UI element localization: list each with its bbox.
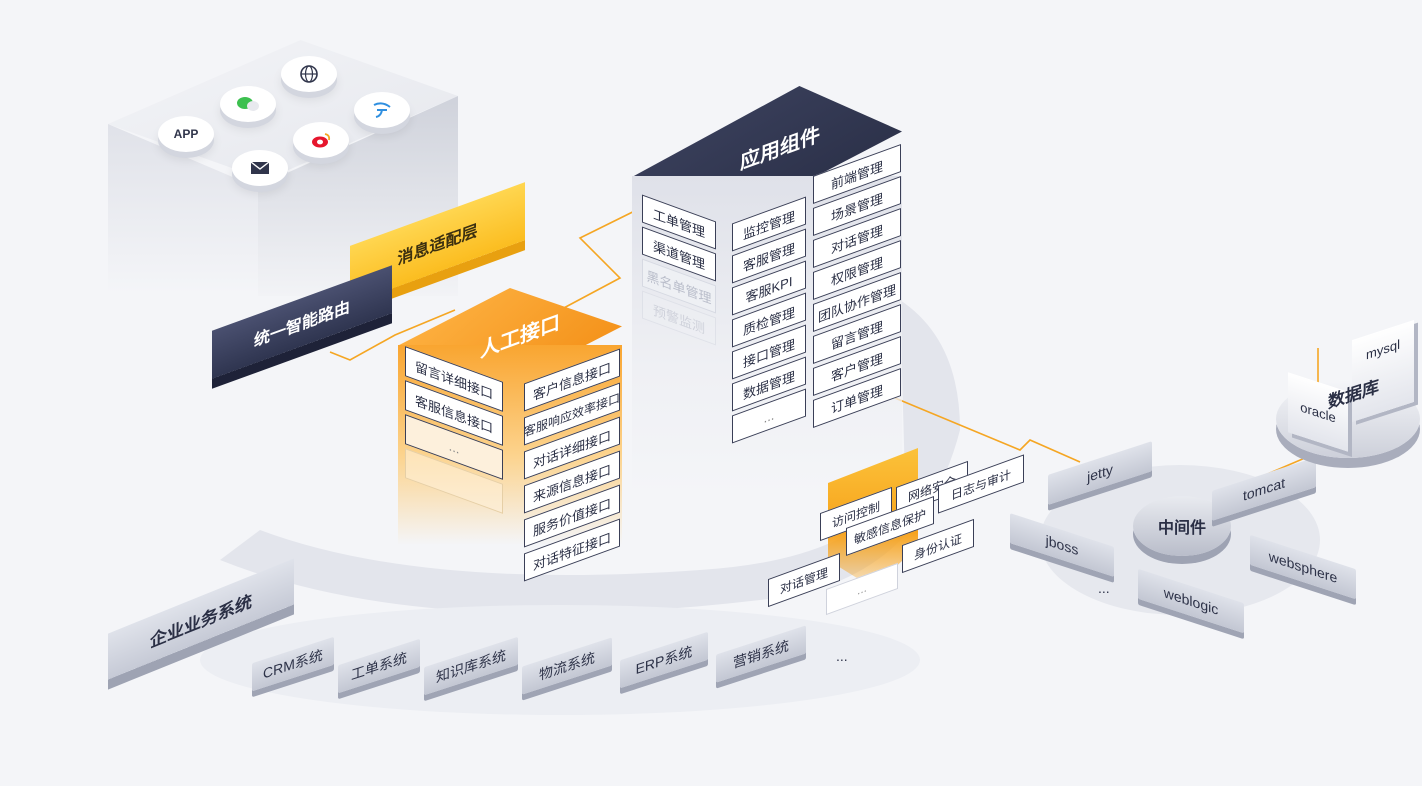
web-channel[interactable] <box>281 56 337 92</box>
middleware-more: ... <box>1098 580 1110 596</box>
mini-program-channel[interactable] <box>354 92 410 128</box>
app-channel[interactable]: APP <box>158 116 214 152</box>
wire-app-middleware <box>894 397 1081 463</box>
mail-icon <box>250 161 270 174</box>
floor-arc <box>220 300 960 614</box>
weibo-icon <box>312 133 331 148</box>
message-adapter-label: 消息适配层 <box>397 222 478 269</box>
enterprise-more: ... <box>836 648 848 664</box>
wire-manual-app <box>559 195 666 311</box>
globe-icon <box>300 65 318 83</box>
wechat-icon <box>237 97 259 111</box>
wire-router-manual <box>329 309 456 361</box>
mail-channel[interactable] <box>232 150 288 186</box>
wechat-channel[interactable] <box>220 86 276 122</box>
middleware-title: 中间件 <box>1157 520 1206 537</box>
weibo-channel[interactable] <box>293 122 349 158</box>
mini-program-icon <box>373 102 391 118</box>
